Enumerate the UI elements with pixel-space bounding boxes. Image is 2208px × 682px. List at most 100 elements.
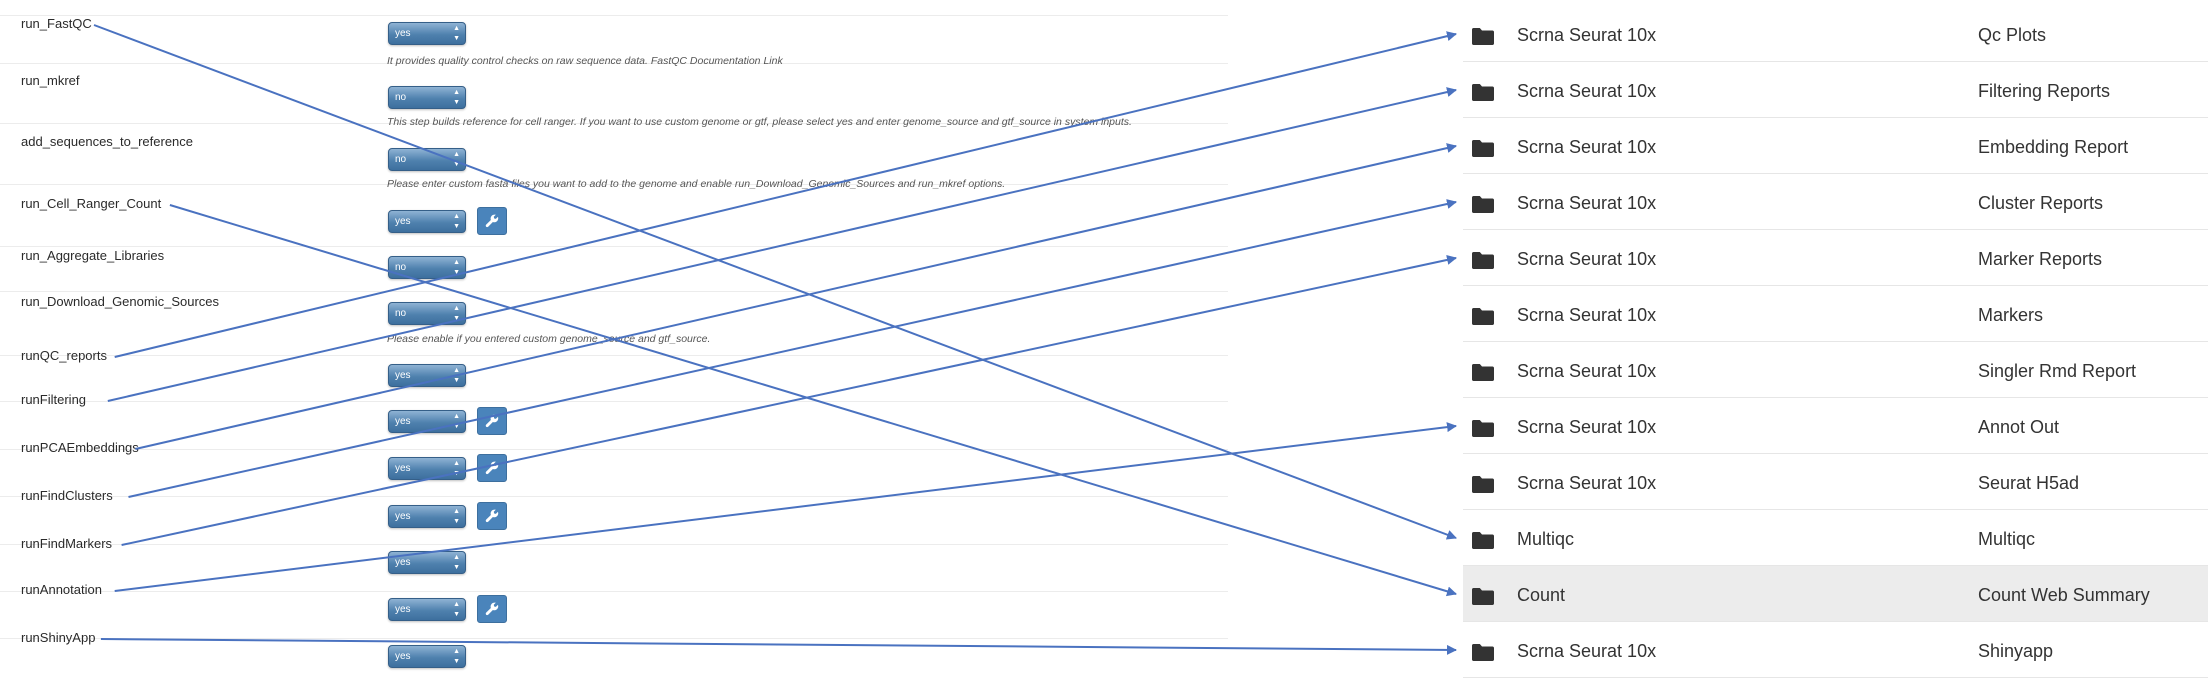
output-folder-row[interactable]: Scrna Seurat 10x Seurat H5ad	[1463, 454, 2208, 510]
output-folder-row[interactable]: Scrna Seurat 10x Shinyapp	[1463, 622, 2208, 678]
param-select-runPCAEmbeddings[interactable]: yes ▲▼	[388, 457, 466, 480]
output-folder-row[interactable]: Scrna Seurat 10x Singler Rmd Report	[1463, 342, 2208, 398]
folder-name: Scrna Seurat 10x	[1517, 473, 1657, 493]
folder-name: Multiqc	[1517, 529, 1575, 549]
folder-icon	[1472, 84, 1494, 101]
wrench-button-runAnnotation[interactable]	[477, 595, 507, 623]
folder-description: Shinyapp	[1978, 641, 2054, 661]
row-divider	[0, 496, 1228, 497]
folder-description: Seurat H5ad	[1978, 473, 2080, 493]
folder-icon	[1472, 28, 1494, 45]
select-value: no	[395, 92, 407, 103]
row-divider	[0, 246, 1228, 247]
select-value: no	[395, 308, 407, 319]
select-value: yes	[395, 28, 411, 39]
folder-name: Count	[1517, 585, 1566, 605]
folder-description: Multiqc	[1978, 529, 2036, 549]
param-name-runFindClusters: runFindClusters	[21, 488, 113, 503]
row-divider	[0, 591, 1228, 592]
wrench-button-runFiltering[interactable]	[477, 407, 507, 435]
row-divider	[0, 355, 1228, 356]
param-select-run_Download_Genomic_Sources[interactable]: no▲▼	[388, 302, 466, 325]
folder-name: Scrna Seurat 10x	[1517, 641, 1657, 661]
param-select-runAnnotation[interactable]: yes▲▼	[388, 598, 466, 621]
folder-name: Scrna Seurat 10x	[1517, 137, 1657, 157]
select-caret-icon: ▲▼	[453, 212, 460, 230]
wrench-button-run_Cell_Ranger_Count[interactable]	[477, 207, 507, 235]
folder-icon	[1472, 364, 1494, 381]
folder-icon	[1472, 644, 1494, 661]
wrench-icon	[485, 461, 499, 475]
param-name-runFiltering: runFiltering	[21, 392, 87, 407]
select-caret-icon: ▲▼	[453, 412, 460, 430]
param-select-run_Aggregate_Libraries[interactable]: no▲▼	[388, 256, 466, 279]
param-name-run_mkref: run_mkref	[21, 73, 80, 88]
param-name-run_Cell_Ranger_Count: run_Cell_Ranger_Count	[21, 196, 162, 211]
output-folder-row[interactable]: Multiqc Multiqc	[1463, 510, 2208, 566]
folder-icon	[1472, 140, 1494, 157]
folder-icon	[1472, 196, 1494, 213]
select-caret-icon: ▲▼	[453, 150, 460, 168]
param-name-run_FastQC: run_FastQC	[21, 16, 92, 31]
select-value: yes	[395, 557, 411, 568]
param-select-run_Cell_Ranger_Count[interactable]: yes▲▼	[388, 210, 466, 233]
folder-description: Embedding Report	[1978, 137, 2129, 157]
output-folder-row[interactable]: Count Count Web Summary	[1463, 566, 2208, 622]
param-name-runPCAEmbeddings: runPCAEmbeddings	[21, 440, 139, 455]
folder-name: Scrna Seurat 10x	[1517, 81, 1657, 101]
output-folder-row[interactable]: Scrna Seurat 10x Filtering Reports	[1463, 62, 2208, 118]
param-name-run_Download_Genomic_Sources: run_Download_Genomic_Sources	[21, 294, 220, 309]
param-select-runFindMarkers[interactable]: yes▲▼	[388, 551, 466, 574]
folder-name: Scrna Seurat 10x	[1517, 249, 1657, 269]
param-select-runFindClusters[interactable]: yes▲▼	[388, 505, 466, 528]
select-value: yes	[395, 651, 411, 662]
folder-icon	[1472, 476, 1494, 493]
select-caret-icon: ▲▼	[453, 459, 460, 477]
select-caret-icon: ▲▼	[453, 507, 460, 525]
folder-name: Scrna Seurat 10x	[1517, 193, 1657, 213]
select-value: yes	[395, 463, 411, 474]
folder-description: Count Web Summary	[1978, 585, 2150, 605]
param-select-add_sequences_to_reference[interactable]: no▲▼	[388, 148, 466, 171]
row-divider	[0, 638, 1228, 639]
param-name-add_sequences_to_reference: add_sequences_to_reference	[21, 134, 194, 149]
param-help-run_Download_Genomic_Sources: Please enable if you entered custom geno…	[387, 333, 711, 345]
wrench-icon	[485, 414, 499, 428]
select-caret-icon: ▲▼	[453, 258, 460, 276]
param-select-runFiltering[interactable]: yes ▲▼	[388, 410, 466, 433]
select-value: yes	[395, 604, 411, 615]
folder-description: Filtering Reports	[1978, 81, 2111, 101]
select-caret-icon: ▲▼	[453, 366, 460, 384]
wrench-button-runPCAEmbeddings[interactable]	[477, 454, 507, 482]
output-folder-row[interactable]: Scrna Seurat 10x Embedding Report	[1463, 118, 2208, 174]
select-caret-icon: ▲▼	[453, 24, 460, 42]
param-help-run_mkref: This step builds reference for cell rang…	[387, 116, 1132, 128]
folder-name: Scrna Seurat 10x	[1517, 361, 1657, 381]
param-name-runQC_reports: runQC_reports	[21, 348, 107, 363]
select-value: yes	[395, 370, 411, 381]
param-name-runAnnotation: runAnnotation	[21, 582, 102, 597]
row-divider	[0, 15, 1228, 16]
param-select-run_FastQC[interactable]: yes ▲▼	[388, 22, 466, 45]
param-name-run_Aggregate_Libraries: run_Aggregate_Libraries	[21, 248, 165, 263]
folder-icon	[1472, 588, 1494, 605]
row-divider	[0, 544, 1228, 545]
folder-description: Annot Out	[1978, 417, 2060, 437]
folder-description: Qc Plots	[1978, 25, 2047, 45]
wrench-icon	[485, 509, 499, 523]
folder-icon	[1472, 308, 1494, 325]
select-value: yes	[395, 416, 411, 427]
param-select-runQC_reports[interactable]: yes ▲▼	[388, 364, 466, 387]
param-select-run_mkref[interactable]: no▲▼	[388, 86, 466, 109]
row-divider	[0, 291, 1228, 292]
folder-icon	[1472, 420, 1494, 437]
wrench-button-runFindClusters[interactable]	[477, 502, 507, 530]
param-select-runShinyApp[interactable]: yes▲▼	[388, 645, 466, 668]
folder-description: Singler Rmd Report	[1978, 361, 2137, 381]
